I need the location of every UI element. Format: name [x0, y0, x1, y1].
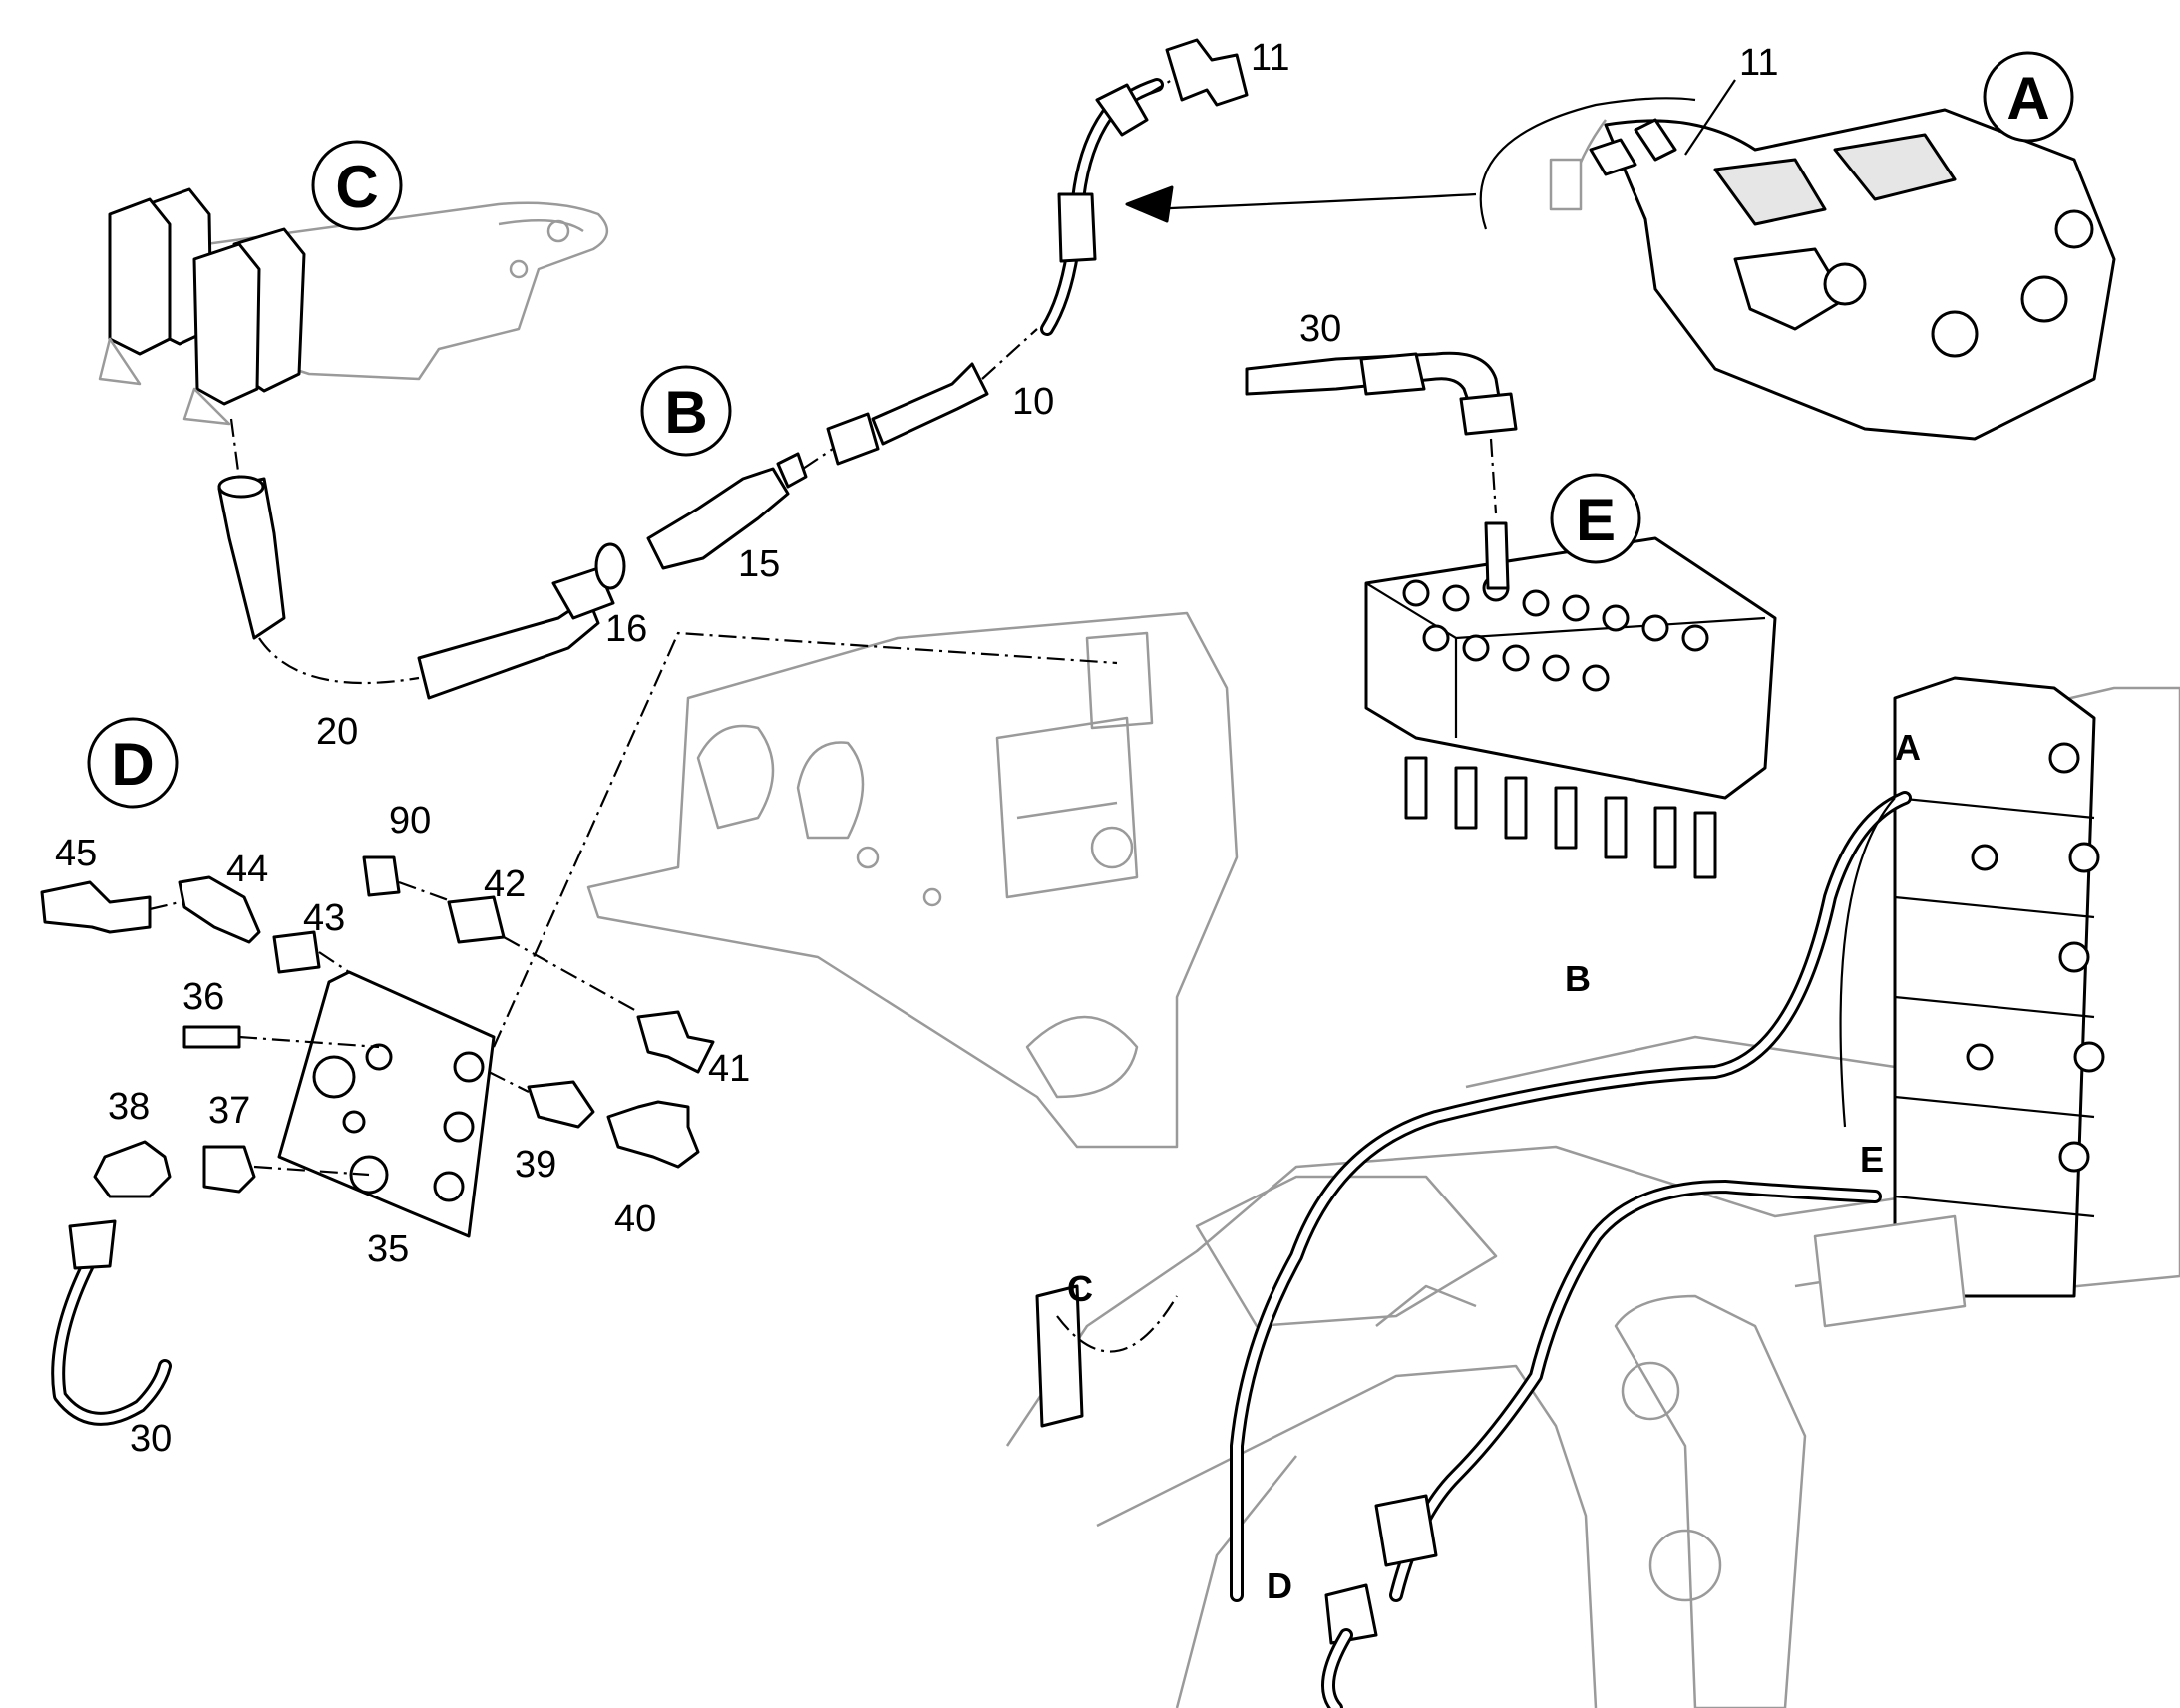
callout-30-bottom: 30 [130, 1418, 172, 1460]
view-circle-d: D [87, 717, 179, 809]
view-circle-a-label: A [2006, 65, 2049, 132]
callout-43: 43 [303, 897, 345, 939]
callout-15: 15 [738, 543, 780, 585]
callout-45: 45 [55, 833, 97, 874]
machine-frame-ghost [586, 611, 1239, 1149]
callout-90: 90 [389, 800, 431, 842]
callout-20: 20 [316, 711, 358, 753]
detail-e-valve-bank [1364, 521, 1777, 879]
callout-30-top: 30 [1299, 308, 1341, 350]
location-marker-b: B [1565, 958, 1591, 999]
washer-16 [594, 542, 626, 590]
location-marker-e: E [1860, 1139, 1884, 1180]
view-circle-c: C [311, 140, 403, 231]
hose-20-assembly [217, 38, 1249, 700]
view-circle-b-label: B [664, 379, 707, 446]
callout-11-top: 11 [1251, 37, 1289, 79]
view-circle-e-label: E [1576, 487, 1616, 553]
valve-bank-ports [1402, 574, 1709, 692]
view-circle-e: E [1550, 473, 1641, 564]
callout-37: 37 [208, 1090, 250, 1132]
callout-35: 35 [367, 1228, 409, 1270]
hose-30-top [1245, 351, 1518, 514]
callout-16: 16 [605, 608, 647, 650]
part-callouts: 11 11 10 30 15 16 20 45 44 43 90 42 36 4… [55, 37, 1778, 1460]
location-marker-a: A [1895, 727, 1921, 768]
callout-44: 44 [226, 849, 268, 890]
callout-40: 40 [614, 1198, 656, 1240]
callout-41: 41 [708, 1048, 750, 1090]
view-circle-a: A [1983, 51, 2074, 143]
valve-stack-sections [1894, 742, 2105, 1218]
callout-10: 10 [1012, 381, 1054, 423]
callout-11-right: 11 [1739, 42, 1778, 84]
view-circle-c-label: C [335, 154, 378, 220]
detail-c-bracket-assembly [98, 187, 608, 426]
location-marker-c: C [1067, 1268, 1093, 1309]
location-markers: A B C D E [1067, 727, 1921, 1606]
detail-d-manifold-assembly [40, 631, 1118, 1426]
view-circle-b: B [640, 365, 732, 457]
detail-a-control-valve [1125, 79, 2116, 441]
callout-38: 38 [108, 1086, 150, 1128]
location-marker-d: D [1267, 1565, 1292, 1606]
callout-42: 42 [484, 863, 526, 905]
callout-36: 36 [182, 976, 224, 1018]
view-circle-d-label: D [111, 731, 154, 798]
machine-overview [1005, 676, 2180, 1708]
callout-39: 39 [515, 1144, 556, 1186]
